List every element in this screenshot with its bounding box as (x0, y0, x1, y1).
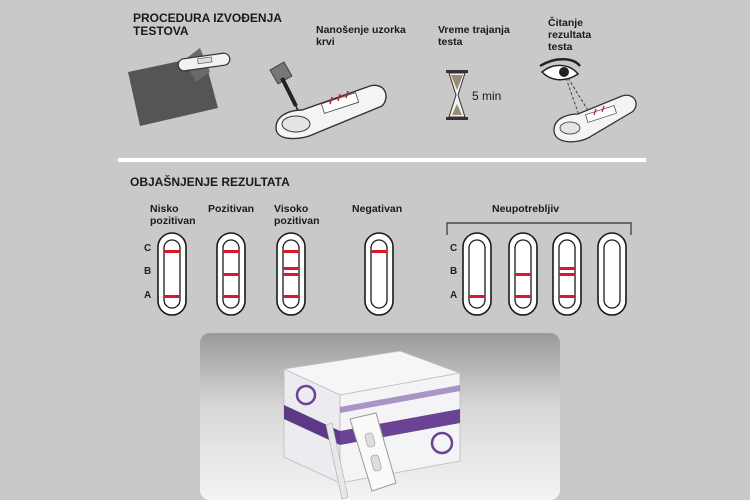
line-a (283, 295, 299, 298)
time-value: 5 min (472, 89, 502, 103)
strip-positive (216, 232, 246, 316)
line-b (223, 273, 239, 276)
line-a (469, 295, 485, 298)
label-lower-positive: Nisko pozitivan (150, 203, 196, 227)
letter-a-right: A (450, 290, 458, 301)
invalid-bracket (446, 222, 632, 235)
label-negative: Negativan (352, 203, 403, 215)
pouch-illustration (128, 48, 231, 126)
line-a (164, 295, 180, 298)
label-high-positive: Visoko pozitivan (274, 203, 320, 227)
line-a (223, 295, 239, 298)
line-a (515, 295, 531, 298)
strip-invalid-1 (462, 232, 492, 316)
label-invalid: Neupotrebljiv (492, 203, 560, 215)
step-reading-label: Čitanje rezultata testa (548, 17, 592, 53)
line-c (223, 250, 239, 253)
letter-b-left: B (144, 266, 152, 277)
strip-negative (364, 232, 394, 316)
line-c (283, 250, 299, 253)
strip-high-positive (276, 232, 306, 316)
blood-sample-illustration (269, 61, 387, 140)
label-positive: Pozitivan (208, 203, 255, 215)
letter-c-left: C (144, 243, 152, 254)
line-b2 (559, 273, 575, 276)
strip-invalid-3 (552, 232, 582, 316)
product-photo (200, 333, 560, 500)
test-kit-box-illustration (282, 350, 462, 500)
line-c (371, 250, 387, 253)
line-b (515, 273, 531, 276)
letter-b-right: B (450, 266, 458, 277)
step-sample-label: Nanošenje uzorka krvi (316, 24, 406, 48)
line-a (559, 295, 575, 298)
letter-a-left: A (144, 290, 152, 301)
reading-illustration (539, 58, 637, 143)
strip-lower-positive (157, 232, 187, 316)
procedure-title: PROCEDURA IZVOĐENJA TESTOVA (133, 11, 282, 38)
step-time-label: Vreme trajanja testa (438, 24, 510, 48)
strip-invalid-4 (597, 232, 627, 316)
strip-invalid-2 (508, 232, 538, 316)
results-title: OBJAŠNJENJE REZULTATA (130, 175, 290, 189)
line-b1 (559, 267, 575, 270)
line-b2 (283, 273, 299, 276)
hourglass-icon (446, 70, 468, 120)
section-divider (118, 158, 646, 162)
letter-c-right: C (450, 243, 458, 254)
line-b1 (283, 267, 299, 270)
line-c (164, 250, 180, 253)
